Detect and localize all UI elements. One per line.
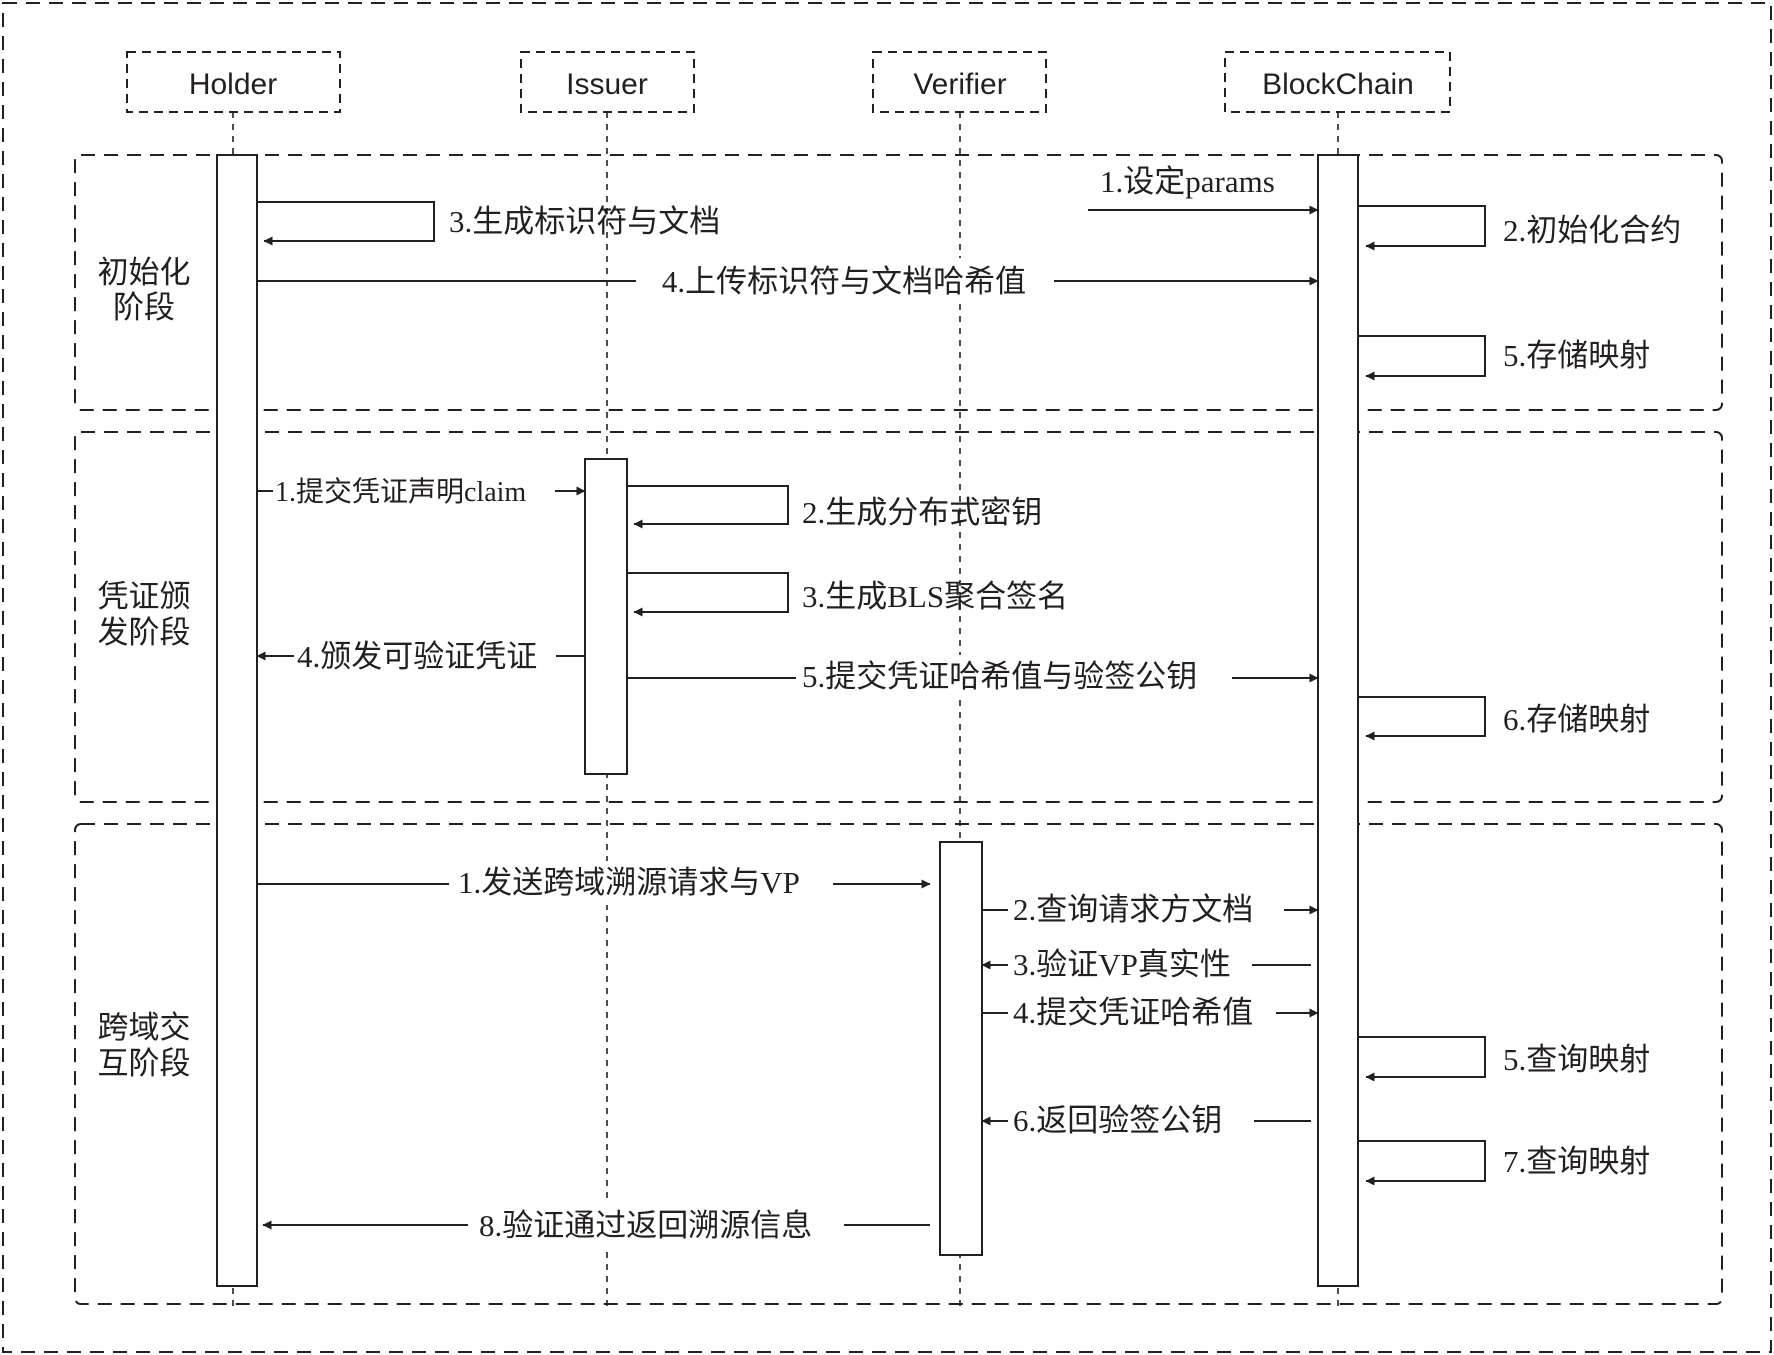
phase-label-cross-1: 跨域交	[98, 1010, 191, 1045]
msg-init-3-label: 3.生成标识符与文档	[449, 204, 720, 239]
msg-issue-2-label: 2.生成分布式密钥	[802, 495, 1042, 530]
msg-init-1: 1.设定params	[1088, 164, 1319, 215]
msg-init-5: 5.存储映射	[1358, 335, 1650, 381]
msg-cross-1: 1.发送跨域溯源请求与VP	[257, 861, 931, 905]
actor-blockchain: BlockChain	[1224, 51, 1451, 113]
msg-issue-3-label: 3.生成BLS聚合签名	[802, 579, 1068, 614]
msg-issue-1-label: 1.提交凭证声明claim	[275, 476, 526, 508]
phase-box-issue	[74, 431, 1723, 803]
msg-issue-5: 5.提交凭证哈希值与验签公钥	[627, 655, 1319, 699]
msg-cross-2: 2.查询请求方文档	[982, 888, 1319, 930]
actor-holder-label: Holder	[189, 68, 277, 101]
msg-cross-7-arrow	[1358, 1140, 1486, 1186]
phase-label-issue-1: 凭证颁	[98, 579, 191, 614]
msg-cross-8: 8.验证通过返回溯源信息	[262, 1203, 930, 1247]
msg-issue-2: 2.生成分布式密钥	[627, 485, 1042, 530]
msg-init-5-arrow	[1358, 335, 1486, 381]
msg-issue-6-label: 6.存储映射	[1503, 702, 1650, 737]
phase-label-issue-2: 发阶段	[98, 615, 191, 650]
msg-cross-2-label: 2.查询请求方文档	[1013, 892, 1253, 927]
activation-holder	[216, 154, 258, 1287]
msg-issue-4-label: 4.颁发可验证凭证	[297, 639, 537, 674]
msg-init-3-arrow	[257, 201, 435, 246]
msg-cross-3-label: 3.验证VP真实性	[1013, 947, 1231, 982]
msg-issue-4: 4.颁发可验证凭证	[256, 636, 585, 676]
msg-cross-5-arrow	[1358, 1036, 1486, 1082]
msg-init-4-label: 4.上传标识符与文档哈希值	[662, 264, 1026, 299]
actor-issuer-label: Issuer	[566, 68, 648, 101]
activation-blockchain	[1317, 154, 1359, 1287]
phase-box-init	[74, 154, 1723, 411]
actor-blockchain-label: BlockChain	[1262, 68, 1414, 101]
activation-verifier	[939, 841, 983, 1256]
msg-cross-6: 6.返回验签公钥	[981, 1099, 1311, 1141]
msg-cross-8-label: 8.验证通过返回溯源信息	[479, 1208, 812, 1243]
phase-label-init-1: 初始化	[98, 255, 191, 290]
msg-init-2-label: 2.初始化合约	[1503, 213, 1681, 248]
msg-issue-3-arrow	[627, 572, 789, 617]
msg-cross-6-label: 6.返回验签公钥	[1013, 1103, 1222, 1138]
msg-cross-7: 7.查询映射	[1358, 1140, 1650, 1186]
msg-init-1-label: 1.设定params	[1100, 164, 1275, 199]
activation-issuer	[584, 458, 628, 775]
msg-issue-1: 1.提交凭证声明claim	[257, 470, 586, 510]
msg-cross-7-label: 7.查询映射	[1503, 1144, 1650, 1179]
msg-cross-4-label: 4.提交凭证哈希值	[1013, 995, 1253, 1030]
msg-init-4: 4.上传标识符与文档哈希值	[257, 258, 1319, 302]
msg-issue-3: 3.生成BLS聚合签名	[627, 572, 1068, 617]
actor-issuer: Issuer	[520, 51, 695, 113]
msg-cross-5-label: 5.查询映射	[1503, 1042, 1650, 1077]
phase-label-cross-2: 互阶段	[98, 1046, 191, 1081]
msg-issue-5-label: 5.提交凭证哈希值与验签公钥	[802, 659, 1197, 694]
actor-holder: Holder	[126, 51, 341, 113]
msg-init-2: 2.初始化合约	[1358, 205, 1681, 251]
phase-box-cross	[74, 823, 1723, 1305]
msg-cross-4: 4.提交凭证哈希值	[982, 991, 1319, 1033]
actor-verifier-label: Verifier	[913, 68, 1006, 101]
msg-init-3: 3.生成标识符与文档	[257, 201, 720, 246]
actor-verifier: Verifier	[872, 51, 1047, 113]
msg-cross-3: 3.验证VP真实性	[981, 943, 1311, 985]
msg-init-5-label: 5.存储映射	[1503, 338, 1650, 373]
msg-issue-6: 6.存储映射	[1358, 696, 1650, 741]
msg-init-2-arrow	[1358, 205, 1486, 251]
msg-cross-1-label: 1.发送跨域溯源请求与VP	[458, 865, 800, 900]
msg-issue-6-arrow	[1358, 696, 1486, 741]
msg-cross-5: 5.查询映射	[1358, 1036, 1650, 1082]
phase-label-init-2: 阶段	[113, 290, 175, 325]
msg-issue-2-arrow	[627, 485, 789, 529]
